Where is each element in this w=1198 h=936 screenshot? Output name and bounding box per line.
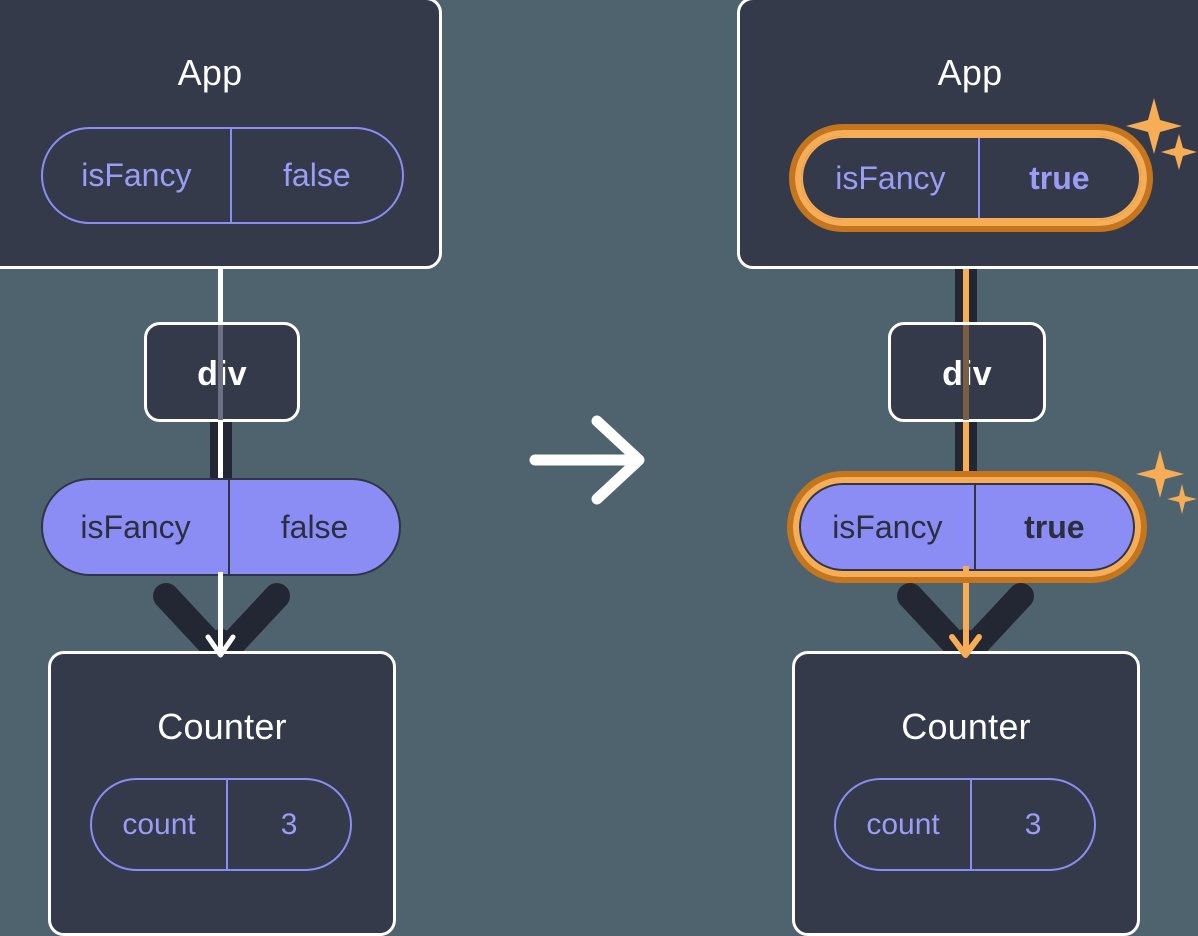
sparkle-icon-app-after [1126, 98, 1197, 170]
counter-state-pill-value: 3 [226, 780, 350, 869]
edge-div-to-prop-inner-before [218, 420, 223, 482]
counter-state-pill-name-after: count [866, 807, 940, 841]
prop-pill-value: false [228, 480, 399, 574]
counter-state-pill-after: count 3 [834, 778, 1096, 871]
app-state-pill-name: isFancy [81, 157, 192, 193]
sparkle-icon-prop-after [1136, 450, 1197, 514]
prop-pill-name: isFancy [80, 508, 191, 545]
app-node-title-after: App [937, 52, 1003, 93]
edge-through-div-before [218, 325, 223, 420]
counter-state-pill-value-after: 3 [970, 780, 1094, 869]
counter-state-pill-name: count [122, 807, 196, 841]
edge-app-to-div-inner-after [963, 230, 969, 325]
app-state-pill-before: isFancy false [41, 127, 404, 224]
app-state-pill-highlight-inner-after [795, 130, 1147, 226]
app-state-pill-highlight-after [789, 124, 1153, 232]
edge-app-to-div-before [218, 268, 223, 325]
counter-node-title: Counter [157, 706, 287, 747]
app-node-title: App [177, 52, 243, 93]
counter-state-pill-before: count 3 [90, 778, 352, 871]
prop-pill-highlight-inner-after [793, 477, 1141, 577]
edge-prop-to-counter-inner-before [218, 572, 223, 654]
edge-through-div-after [963, 325, 969, 420]
app-state-pill-value: false [229, 129, 402, 222]
prop-pill-highlight-after [787, 471, 1147, 583]
counter-node-title-after: Counter [901, 706, 1031, 747]
prop-pill-before: isFancy false [41, 478, 401, 576]
edge-div-to-prop-inner-after [963, 420, 969, 486]
